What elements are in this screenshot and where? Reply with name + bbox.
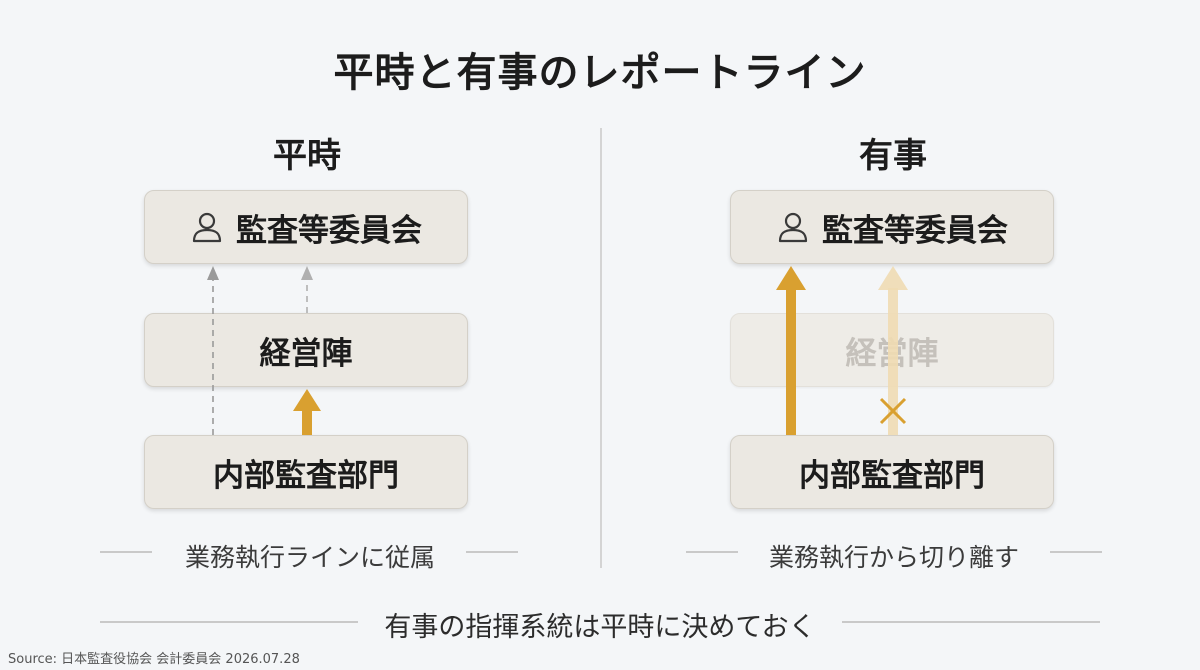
footer-rule (842, 621, 1100, 623)
box-label: 内部監査部門 (799, 457, 985, 494)
footer-message: 有事の指揮系統は平時に決めておく (384, 612, 816, 643)
person-icon (192, 212, 222, 243)
cross-icon (879, 397, 907, 425)
box-label: 監査等委員会 (236, 212, 422, 249)
left-box-management: 経営陣 (144, 313, 468, 387)
diagram-title: 平時と有事のレポートライン (333, 50, 867, 96)
caption-rule (686, 551, 738, 553)
left-heading: 平時 (273, 136, 341, 176)
right-box-audit-committee: 監査等委員会 (730, 190, 1054, 264)
direct-arrow-bottom-to-top (776, 266, 806, 435)
box-label: 内部監査部門 (213, 457, 399, 494)
left-box-audit-committee: 監査等委員会 (144, 190, 468, 264)
faded-arrow-blocked (878, 266, 908, 435)
footer-rule (100, 621, 358, 623)
left-box-internal-audit: 内部監査部門 (144, 435, 468, 509)
right-caption: 業務執行から切り離す (768, 543, 1019, 572)
left-caption: 業務執行ラインに従属 (184, 543, 435, 572)
solid-arrow-bottom-to-middle (293, 389, 321, 435)
caption-rule (100, 551, 152, 553)
box-label: 経営陣 (259, 335, 353, 372)
right-heading: 有事 (859, 136, 927, 176)
box-label: 監査等委員会 (822, 212, 1008, 249)
person-icon (778, 212, 808, 243)
dashed-arrow-middle-to-top (301, 266, 313, 313)
caption-rule (1050, 551, 1102, 553)
source-note: Source: 日本監査役協会 会計委員会 2026.07.28 (8, 652, 300, 667)
caption-rule (466, 551, 518, 553)
dashed-arrow-bottom-to-top (207, 266, 219, 435)
right-box-internal-audit: 内部監査部門 (730, 435, 1054, 509)
column-divider (600, 128, 602, 568)
